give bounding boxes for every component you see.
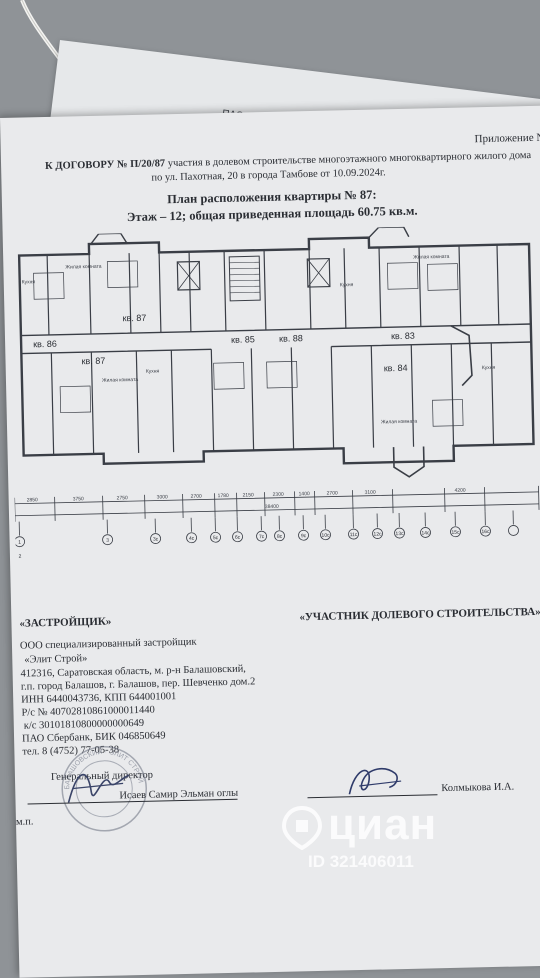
svg-text:3100: 3100: [365, 490, 376, 496]
developer-line: ООО специализированный застройщик: [19, 636, 197, 652]
svg-text:2: 2: [18, 554, 21, 560]
svg-text:12c: 12c: [373, 531, 382, 537]
svg-text:7c: 7c: [259, 534, 265, 540]
appendix-label: Приложение №: [474, 131, 540, 146]
apt-label: кв. 86: [33, 339, 57, 350]
svg-text:2700: 2700: [191, 494, 202, 500]
apt-label: кв. 83: [391, 331, 415, 342]
svg-text:15c: 15c: [451, 530, 460, 536]
svg-text:Жилая комната: Жилая комната: [65, 264, 101, 271]
svg-text:Жилая комната: Жилая комната: [381, 419, 417, 426]
apt-label: кв. 84: [384, 363, 408, 374]
svg-text:3750: 3750: [73, 496, 84, 502]
room-table: [33, 272, 65, 300]
participant-signature: [348, 767, 402, 795]
room-table: [427, 263, 459, 291]
participant-signatory: Колмыкова И.А.: [441, 781, 515, 795]
svg-text:4200: 4200: [455, 488, 466, 494]
apt-label: кв. 88: [279, 333, 303, 344]
svg-text:1780: 1780: [218, 493, 229, 499]
svg-text:2300: 2300: [273, 492, 284, 498]
elevator: [176, 260, 201, 291]
developer-line: «Элит Строй»: [24, 653, 88, 666]
svg-text:8c: 8c: [277, 534, 283, 540]
partition-walls: [46, 244, 500, 455]
svg-text:Жилая комната: Жилая комната: [413, 254, 449, 261]
document-page: Приложение № К ДОГОВОРУ № П/20/87 участи…: [0, 105, 540, 978]
bay-window: [450, 325, 473, 387]
svg-text:2150: 2150: [243, 492, 254, 498]
svg-text:Кухня: Кухня: [22, 279, 36, 285]
svg-text:2850: 2850: [27, 497, 38, 503]
svg-text:3000: 3000: [157, 494, 168, 500]
watermark-id: ID 321406011: [308, 852, 414, 871]
svg-text:11c: 11c: [350, 532, 358, 538]
svg-text:3: 3: [106, 538, 109, 544]
corridor-wall: [20, 323, 532, 355]
svg-text:38400: 38400: [265, 504, 279, 510]
staircase: [228, 255, 261, 302]
svg-text:Кухня: Кухня: [146, 368, 160, 374]
room-table: [266, 360, 298, 389]
developer-signatory: Исаев Самир Эльман оглы: [119, 787, 239, 802]
axis-lines: [18, 510, 514, 536]
svg-text:3c: 3c: [153, 537, 159, 543]
svg-text:13c: 13c: [395, 531, 404, 537]
svg-text:9c: 9c: [301, 533, 307, 539]
svg-text:4c: 4c: [189, 536, 195, 542]
room-table: [387, 262, 419, 290]
apt-label: кв. 87: [81, 356, 105, 367]
room-table: [432, 399, 464, 427]
stamp-place: м.п.: [15, 816, 34, 828]
svg-text:10c: 10c: [321, 533, 330, 539]
room-table: [59, 385, 92, 414]
developer-signature: [67, 773, 130, 803]
room-table: [106, 260, 139, 288]
dimension-ticks: [14, 485, 540, 522]
svg-text:Кухня: Кухня: [340, 282, 354, 288]
svg-text:1: 1: [18, 540, 21, 546]
elevator: [306, 257, 331, 288]
floor-plan: кв. 86 кв. 87 кв. 85 кв. 88 кв. 87 кв. 8…: [14, 226, 540, 560]
bay-window: [392, 446, 425, 478]
svg-text:16c: 16c: [481, 529, 490, 535]
svg-text:Кухня: Кухня: [482, 365, 496, 371]
bay-window: [368, 226, 410, 239]
participant-heading: «УЧАСТНИК ДОЛЕВОГО СТРОИТЕЛЬСТВА»: [299, 605, 540, 624]
svg-text:1400: 1400: [299, 491, 310, 497]
apt-label: кв. 85: [231, 334, 255, 345]
watermark-logo: циан: [328, 800, 438, 849]
contract-ref: К ДОГОВОРУ № П/20/87: [44, 158, 166, 172]
apt-label: кв. 87: [122, 313, 146, 324]
svg-text:14c: 14c: [421, 530, 430, 536]
bay-window: [90, 232, 128, 245]
contract-line-1-rest: участия в долевом строительстве многоэта…: [167, 149, 532, 170]
cian-logo-icon: [282, 806, 322, 850]
contract-line-2: по ул. Пахотная, 20 в города Тамбове от …: [151, 167, 386, 184]
developer-heading: «ЗАСТРОЙЩИК»: [19, 615, 112, 630]
company-seal: БАЛАШОВСКИЙ · ЭЛИТ СТРОЙ: [61, 746, 147, 832]
svg-text:2700: 2700: [327, 490, 338, 496]
svg-text:5c: 5c: [213, 535, 219, 541]
svg-text:Жилая комната: Жилая комната: [102, 377, 138, 384]
svg-text:6c: 6c: [235, 535, 241, 541]
dimension-line: [14, 491, 539, 517]
svg-text:2750: 2750: [117, 495, 128, 501]
outer-wall: [17, 236, 535, 465]
room-table: [213, 362, 245, 390]
